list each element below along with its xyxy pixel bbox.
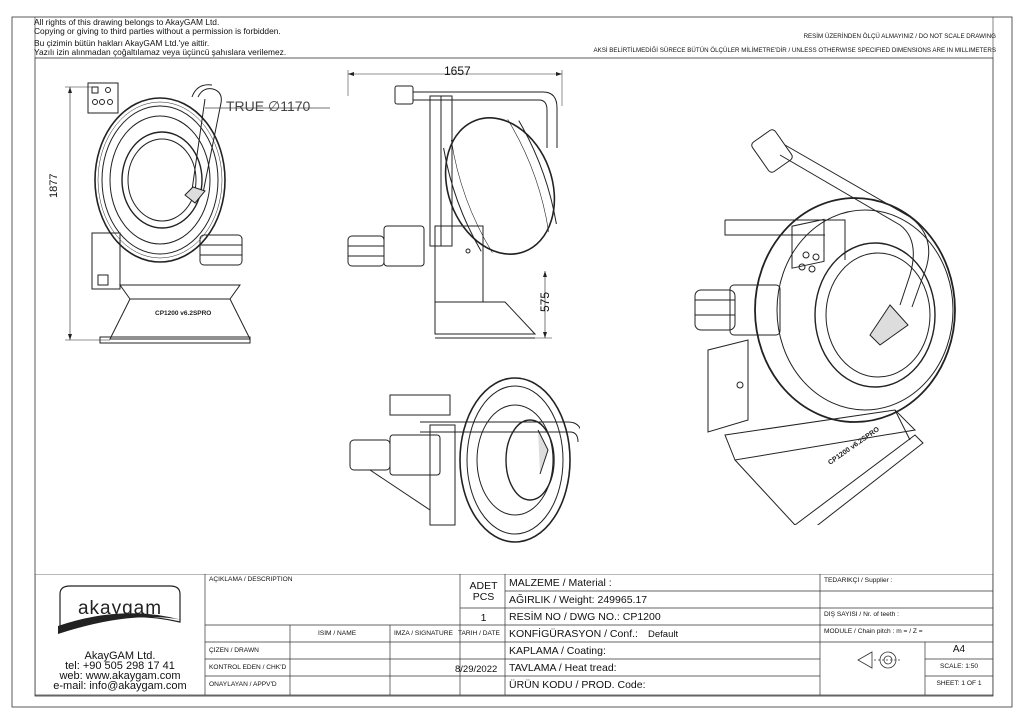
scale-value: SCALE: 1:50 bbox=[939, 663, 979, 670]
drawn-label: ÇİZEN / DRAWN bbox=[209, 647, 259, 654]
front-view: CP1200 v6.2SPRO bbox=[65, 82, 251, 344]
supplier-label: TEDARİKÇİ / Supplier : bbox=[824, 577, 893, 584]
company-web: web: www.akaygam.com bbox=[59, 670, 181, 682]
side-view bbox=[347, 70, 563, 339]
module-label: MODULE / Chain pitch : m = / Z = bbox=[824, 628, 923, 635]
company-tel: tel: +90 505 298 17 41 bbox=[65, 660, 175, 672]
material-field: MALZEME / Material : bbox=[509, 577, 612, 589]
width-dimension: 1657 bbox=[444, 64, 471, 78]
copyright-note-2: Copying or giving to third parties witho… bbox=[34, 26, 281, 36]
qty-value: 1 bbox=[480, 612, 487, 624]
weight-field: AĞIRLIK / Weight: 249965.17 bbox=[509, 594, 648, 606]
true-diameter-dimension: TRUE ∅1170 bbox=[226, 98, 311, 114]
date-value: 8/29/2022 bbox=[455, 664, 498, 675]
dwg-no-field: RESİM NO / DWG NO.: CP1200 bbox=[509, 611, 661, 623]
company-name: AkayGAM Ltd. bbox=[84, 650, 156, 662]
company-email: e-mail: info@akaygam.com bbox=[53, 680, 187, 692]
coating-field: KAPLAMA / Coating: bbox=[509, 645, 606, 657]
teeth-label: DİŞ SAYISI / Nr. of teeth : bbox=[824, 611, 900, 618]
isometric-view: CP1200 v6.2SPRO bbox=[694, 129, 956, 525]
copyright-note-3: Bu çizimin bütün hakları AkayGAM Ltd.'ye… bbox=[34, 38, 210, 48]
conf-label: KONFİGÜRASYON / Conf.: bbox=[509, 628, 638, 640]
copyright-note-1: All rights of this drawing belongs to Ak… bbox=[34, 17, 220, 27]
base-height-dimension: 575 bbox=[538, 291, 552, 312]
conf-value: Default bbox=[648, 629, 679, 640]
description-label: AÇIKLAMA / DESCRIPTION bbox=[209, 576, 293, 583]
signature-label: İMZA / SIGNATURE bbox=[394, 630, 453, 637]
do-not-scale-note: RESİM ÜZERİNDEN ÖLÇÜ ALMAYINIZ / DO NOT … bbox=[803, 33, 996, 40]
akaygam-logo: akaygam bbox=[58, 585, 182, 634]
front-model-label: CP1200 v6.2SPRO bbox=[155, 310, 211, 317]
qty-label-1: ADET bbox=[469, 580, 498, 592]
paper-size: A4 bbox=[952, 644, 966, 655]
diameter-leader bbox=[205, 107, 330, 109]
height-dimension: 1877 bbox=[48, 173, 60, 198]
approved-label: ONAYLAYAN / APPV'D bbox=[209, 681, 277, 688]
qty-label-2: PCS bbox=[472, 591, 495, 603]
logo-wordmark: akaygam bbox=[78, 598, 162, 619]
checked-label: KONTROL EDEN / CHK'D bbox=[209, 664, 287, 671]
top-view bbox=[349, 377, 580, 543]
heat-tread-field: TAVLAMA / Heat tread: bbox=[509, 662, 617, 674]
copyright-note-4: Yazılı izin alınmadan çoğaltılamaz veya … bbox=[34, 47, 287, 57]
name-label: İSİM / NAME bbox=[318, 630, 357, 637]
date-label: TARİH / DATE bbox=[458, 630, 500, 637]
prod-code-field: ÜRÜN KODU / PROD. Code: bbox=[509, 679, 646, 691]
title-block-grid bbox=[35, 574, 993, 696]
sheet-value: SHEET: 1 OF 1 bbox=[936, 680, 982, 687]
iso-model-label: CP1200 v6.2SPRO bbox=[827, 426, 881, 467]
units-note: AKSİ BELİRTİLMEDİĞİ SÜRECE BÜTÜN ÖLÇÜLER… bbox=[593, 47, 996, 54]
